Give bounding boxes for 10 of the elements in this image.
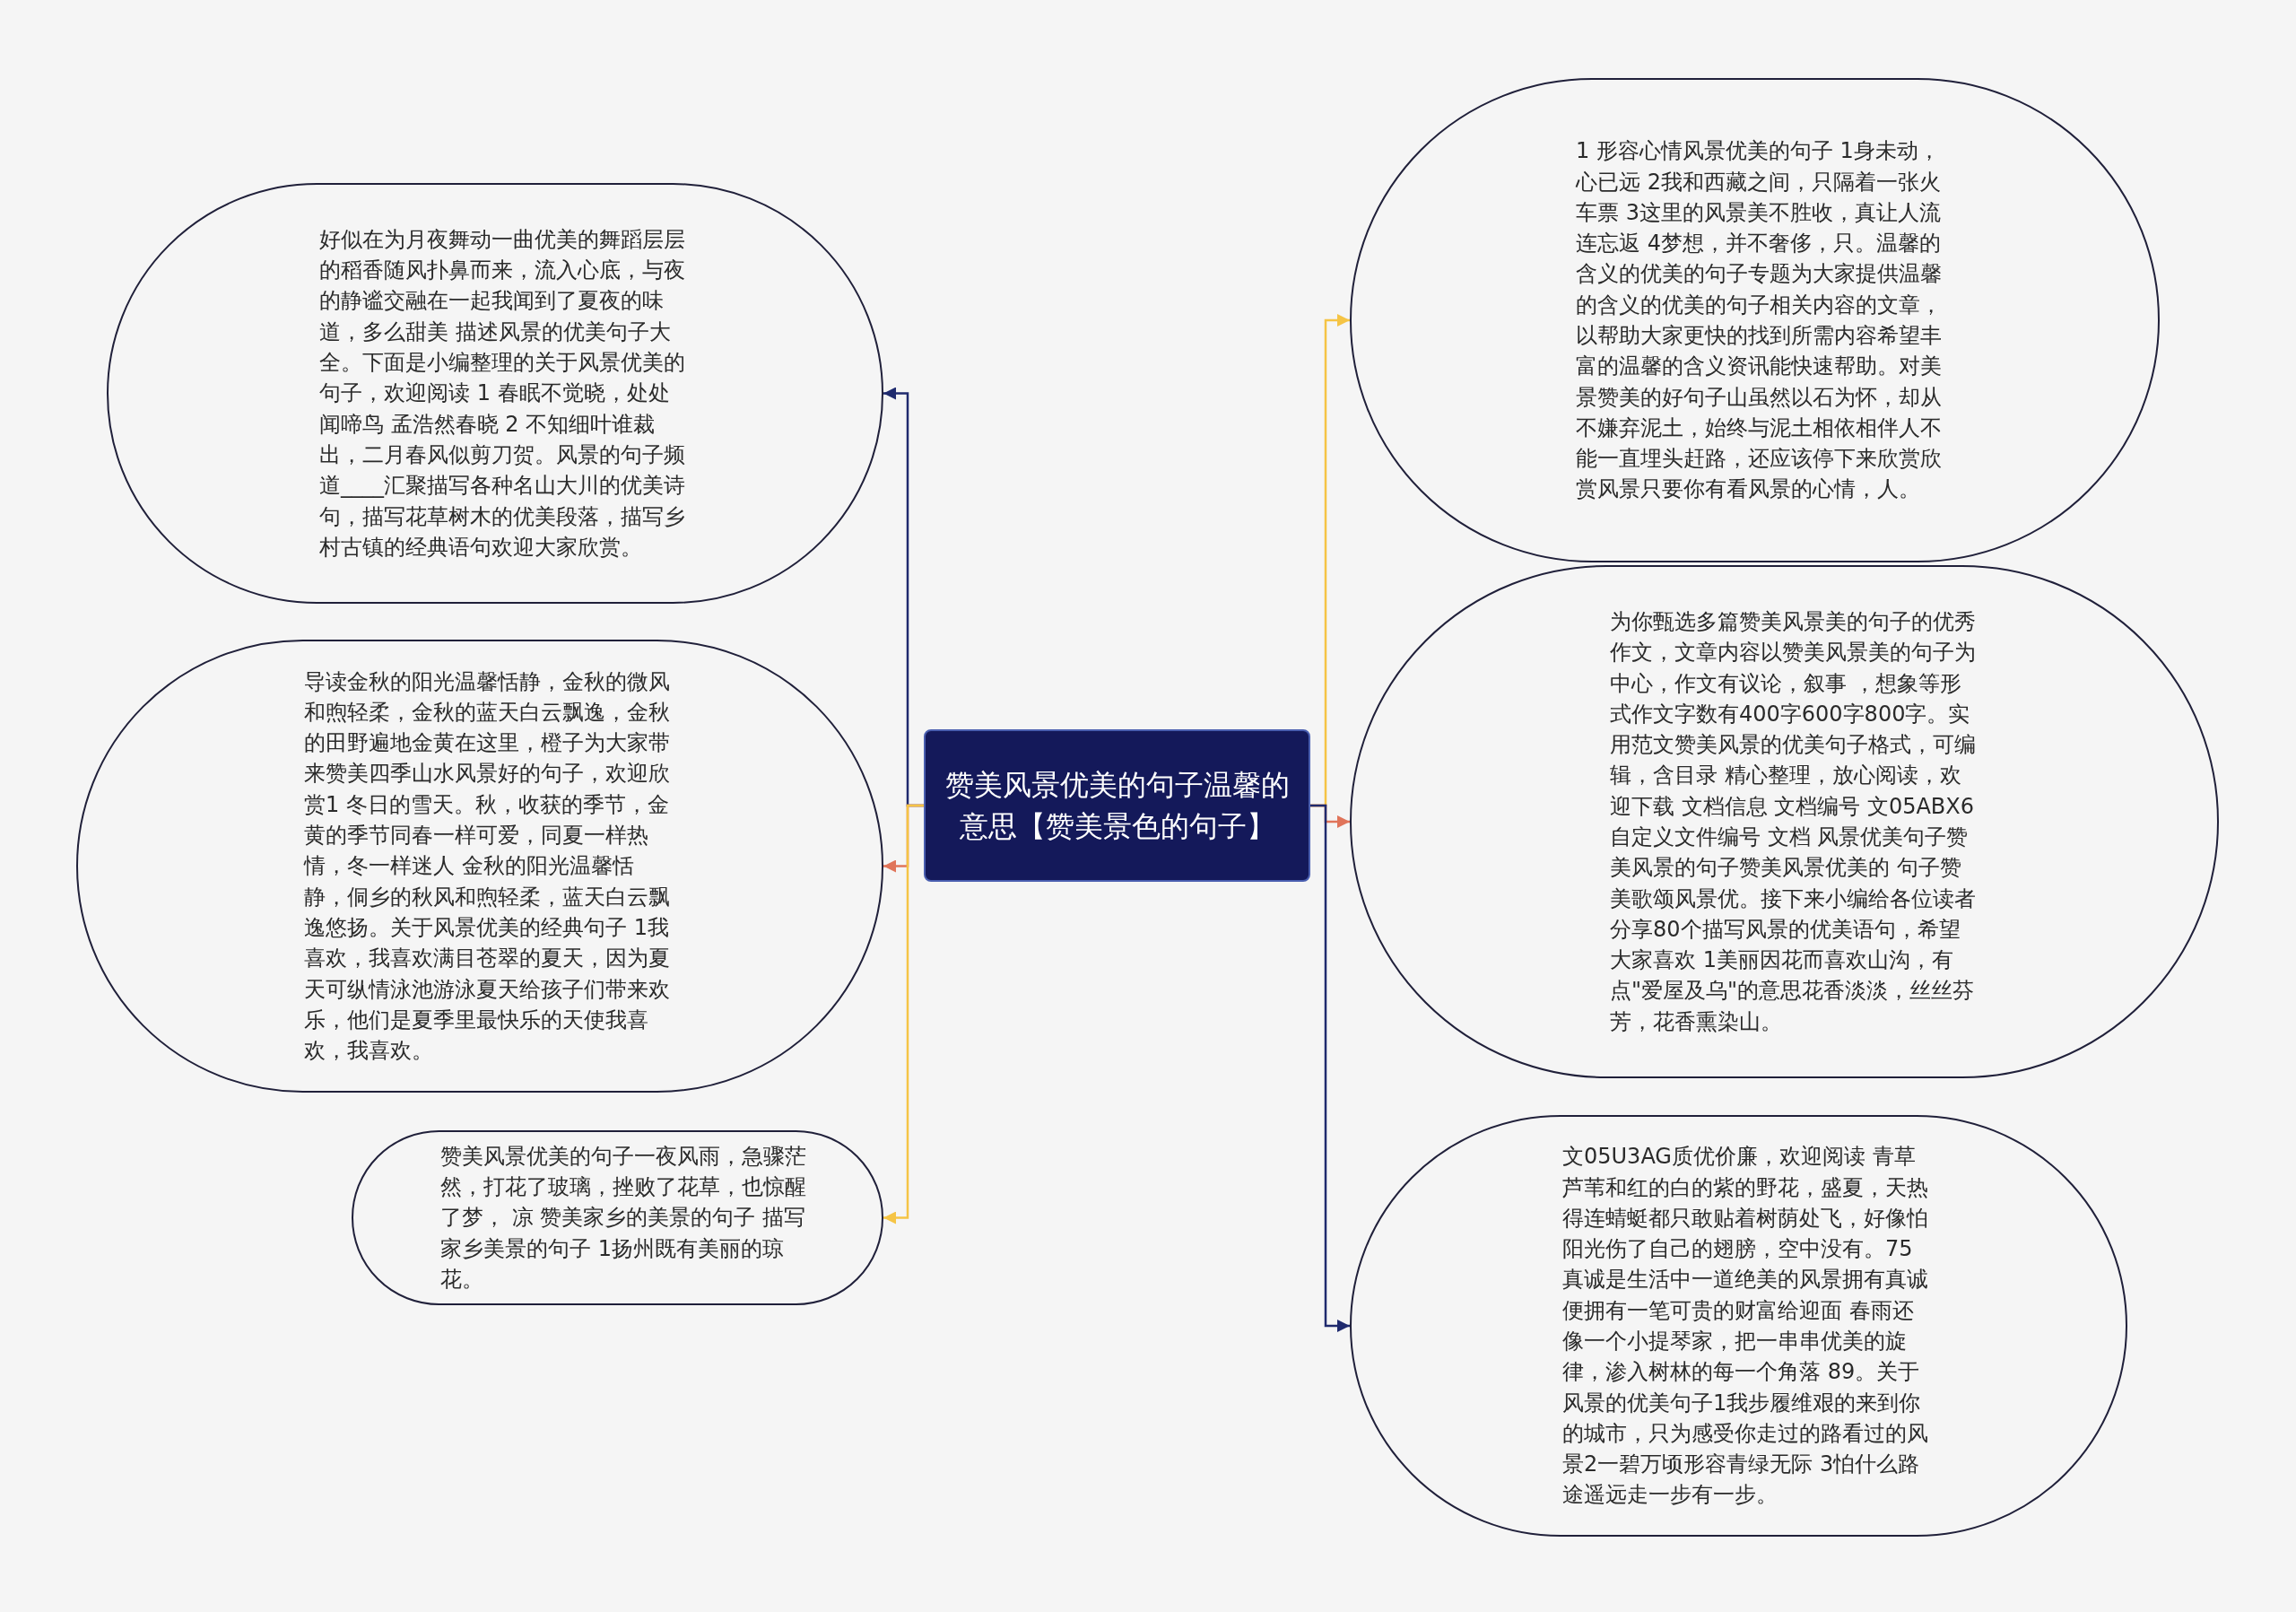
connector-arrow bbox=[1310, 804, 1350, 1332]
bubble-text: 文05U3AG质优价廉，欢迎阅读 青草芦苇和红的白的紫的野花，盛夏，天热得连蜻蜓都只敢贴着树荫处飞，好像怕阳光伤了自己的翅膀，空中没有。75真诚是生活中一道绝美的风景拥有真诚便拥有一笔可贵的财富给迎面 春雨还像一个小提琴家，把一串串优美的旋律，渗入树林的每一个角落 89。关于风景的优美句子1我步履维艰的来到你的城市，只为感受你走过的路看过的风景2一碧万顷形容青绿无际 3怕什么路途遥远走一步有一步。 bbox=[1562, 1143, 1929, 1510]
topic-title: 赞美风景优美的句子温馨的意思【赞美景色的句子】 bbox=[944, 767, 1291, 845]
bubble-text: 导读金秋的阳光温馨恬静，金秋的微风和煦轻柔，金秋的蓝天白云飘逸，金秋的田野遍地金黄在这里，橙子为大家带来赞美四季山水风景好的句子，欢迎欣赏1 冬日的雪天。秋，收获的季节，金黄的季节同春一样可爱，同夏一样热情，冬一样迷人 金秋的阳光温馨恬静，侗乡的秋风和煦轻柔，蓝天白云飘逸悠扬。关于风景优美的经典句子 1我喜欢，我喜欢满目苍翠的夏天，因为夏天可纵情泳池游泳夏天给孩子们带来欢乐，他们是夏季里最快乐的天使我喜欢，我喜欢。 bbox=[304, 667, 671, 1066]
bubble-text: 1 形容心情风景优美的句子 1身未动，心已远 2我和西藏之间，只隔着一张火车票 3这里的风景美不胜收，真让人流连忘返 4梦想，并不奢侈，只。温馨的含义的优美的句子专题为大家提供温馨的含义的优美的句子相关内容的文章，以帮助大家更快的找到所需内容希望丰富的温馨的含义资讯能快速帮助。对美景赞美的好句子山虽然以石为怀，却从不嫌弃泥土，始终与泥土相依相伴人不能一直埋头赶路，还应该停下来欣赏欣赏风景只要你有看风景的心情，人。 bbox=[1576, 137, 1943, 504]
bubble-text: 为你甄选多篇赞美风景美的句子的优秀作文，文章内容以赞美风景美的句子为中心，作文有议论，叙事 ，想象等形式作文字数有400字600字800字。实用范文赞美风景的优美句子格式，可编辑，含目录 精心整理，放心阅读，欢迎下载 文档信息 文档编号 文05ABX6自定义文件编号 文档 风景优美句子赞美风景的句子赞美风景优美的 句子赞美歌颂风景优。接下来小编给各位读者分享80个描写风景的优美语句，希望大家喜欢 1美丽因花而喜欢山沟，有点"爱屋及乌"的意思花香淡淡，丝丝芬芳，花香熏染山。 bbox=[1610, 607, 1977, 1036]
topic-box bbox=[924, 729, 1310, 882]
bubble-text: 好似在为月夜舞动一曲优美的舞蹈层层的稻香随风扑鼻而来，流入心底，与夜的静谧交融在一起我闻到了夏夜的味道，多么甜美 描述风景的优美句子大全。下面是小编整理的关于风景优美的句子，欢迎阅读 1 春眠不觉晓，处处闻啼鸟 孟浩然春晓 2 不知细叶谁裁出，二月春风似剪刀贺。风景的句子频道____汇聚描写各种名山大川的优美诗句，描写花草树木的优美段落，描写乡村古镇的经典语句欢迎大家欣赏。 bbox=[319, 225, 686, 562]
bubble-text: 赞美风景优美的句子一夜风雨，急骤茫然，打花了玻璃，挫败了花草，也惊醒了梦， 凉 赞美家乡的美景的句子 描写家乡美景的句子 1扬州既有美丽的琼花。 bbox=[440, 1142, 807, 1294]
connector-arrow bbox=[883, 804, 924, 1224]
